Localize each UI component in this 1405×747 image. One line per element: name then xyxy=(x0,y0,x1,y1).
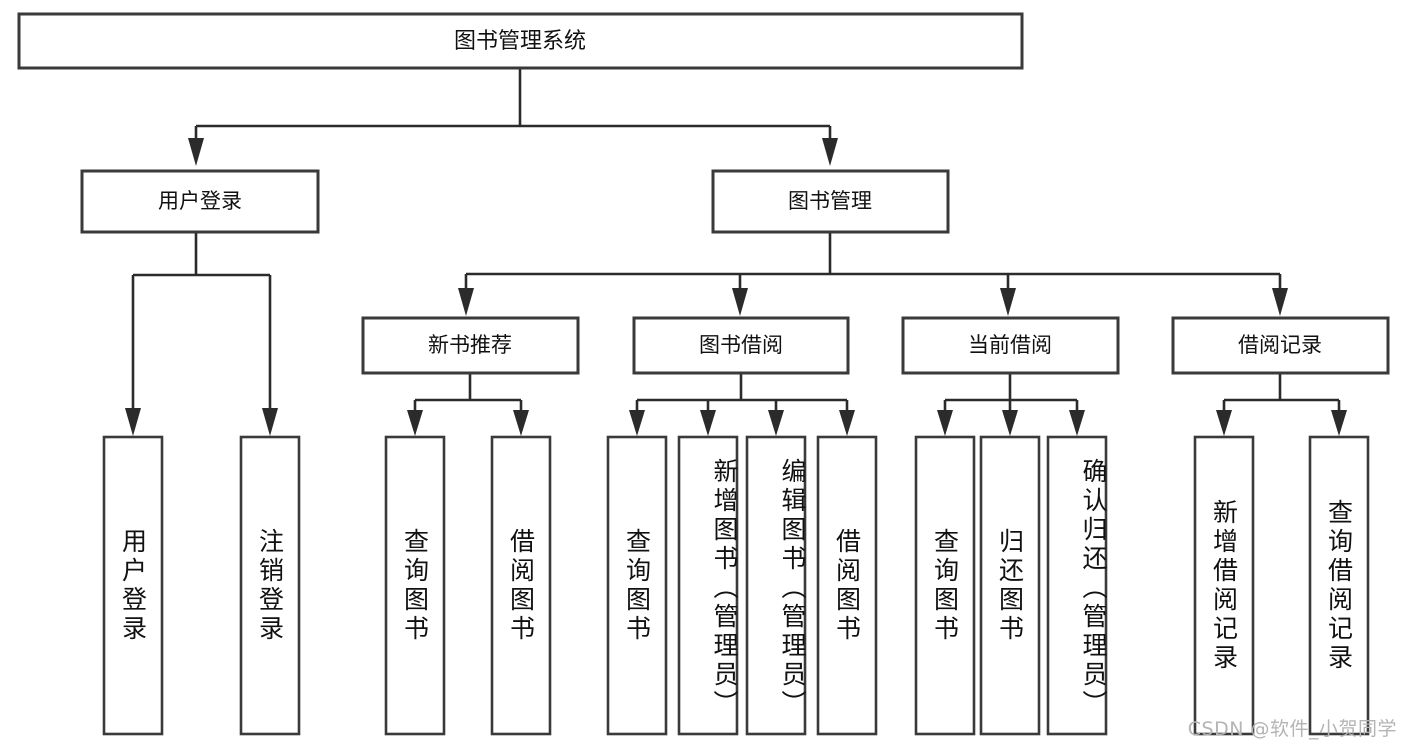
node-root[interactable]: 图书管理系统 xyxy=(17,12,1024,70)
node-borrow-record-box[interactable] xyxy=(1171,316,1390,375)
leaf-add-book-box[interactable] xyxy=(677,435,739,736)
leaf-user-logout-box[interactable] xyxy=(239,435,301,736)
leaf-confirm-return-box[interactable] xyxy=(1046,435,1108,736)
arrow-leaf-add-book xyxy=(700,410,716,436)
arrow-leaf-query-book-3 xyxy=(937,410,953,436)
node-root-label: 图书管理系统 xyxy=(454,29,586,54)
node-book-manage-label: 图书管理 xyxy=(788,189,872,213)
arrow-user-login xyxy=(188,138,204,166)
leaf-query-book-3-box[interactable] xyxy=(914,435,976,736)
arrow-leaf-add-record xyxy=(1216,410,1232,436)
csdn-watermark: CSDN @软件_小贺同学 xyxy=(1187,718,1397,740)
node-user-login-label: 用户登录 xyxy=(158,189,242,213)
node-book-manage-box[interactable] xyxy=(711,169,950,234)
leaf-query-book-2-box[interactable] xyxy=(606,435,668,736)
leaf-borrow-book-2-box[interactable] xyxy=(816,435,878,736)
leaf-borrow-book-1-box[interactable] xyxy=(490,435,552,736)
arrow-leaf-user-logout xyxy=(262,408,278,436)
node-book-borrow-label: 图书借阅 xyxy=(699,333,783,357)
arrow-leaf-query-book-1 xyxy=(407,410,423,436)
arrow-book-manage xyxy=(822,138,838,166)
leaf-query-book-1-box[interactable] xyxy=(384,435,446,736)
leaf-layer xyxy=(102,435,1370,736)
node-new-book-recommend[interactable]: 新书推荐 xyxy=(361,316,580,375)
leaf-user-login-box[interactable] xyxy=(102,435,164,736)
arrow-leaf-edit-book xyxy=(768,410,784,436)
arrow-leaf-query-record xyxy=(1331,410,1347,436)
arrow-leaf-confirm-return xyxy=(1069,410,1085,436)
arrow-book-borrow xyxy=(732,288,748,316)
arrow-leaf-borrow-book-1 xyxy=(513,410,529,436)
leaf-edit-book-box[interactable] xyxy=(745,435,807,736)
node-current-borrow-label: 当前借阅 xyxy=(968,333,1052,357)
node-current-borrow-box[interactable] xyxy=(901,316,1120,375)
leaf-query-record-box[interactable] xyxy=(1308,435,1370,736)
leaf-add-record-box[interactable] xyxy=(1193,435,1255,736)
arrow-leaf-user-login xyxy=(125,408,141,436)
node-current-borrow[interactable]: 当前借阅 xyxy=(901,316,1120,375)
arrow-borrow-record xyxy=(1272,288,1288,316)
node-book-manage[interactable]: 图书管理 xyxy=(711,169,950,234)
node-new-book-recommend-box[interactable] xyxy=(361,316,580,375)
arrow-leaf-return-book xyxy=(1002,410,1018,436)
node-user-login[interactable]: 用户登录 xyxy=(80,169,320,234)
node-book-borrow-box[interactable] xyxy=(632,316,850,375)
connector-layer xyxy=(125,68,1347,436)
node-book-borrow[interactable]: 图书借阅 xyxy=(632,316,850,375)
node-borrow-record-label: 借阅记录 xyxy=(1238,333,1322,357)
arrow-current-borrow xyxy=(1000,288,1016,316)
node-new-book-recommend-label: 新书推荐 xyxy=(428,333,512,357)
arrow-new-book-recommend xyxy=(458,288,474,316)
arrow-leaf-query-book-2 xyxy=(629,410,645,436)
leaf-return-book-box[interactable] xyxy=(979,435,1041,736)
node-user-login-box[interactable] xyxy=(80,169,320,234)
arrow-leaf-borrow-book-2 xyxy=(839,410,855,436)
node-borrow-record[interactable]: 借阅记录 xyxy=(1171,316,1390,375)
node-root-box[interactable] xyxy=(17,12,1024,70)
